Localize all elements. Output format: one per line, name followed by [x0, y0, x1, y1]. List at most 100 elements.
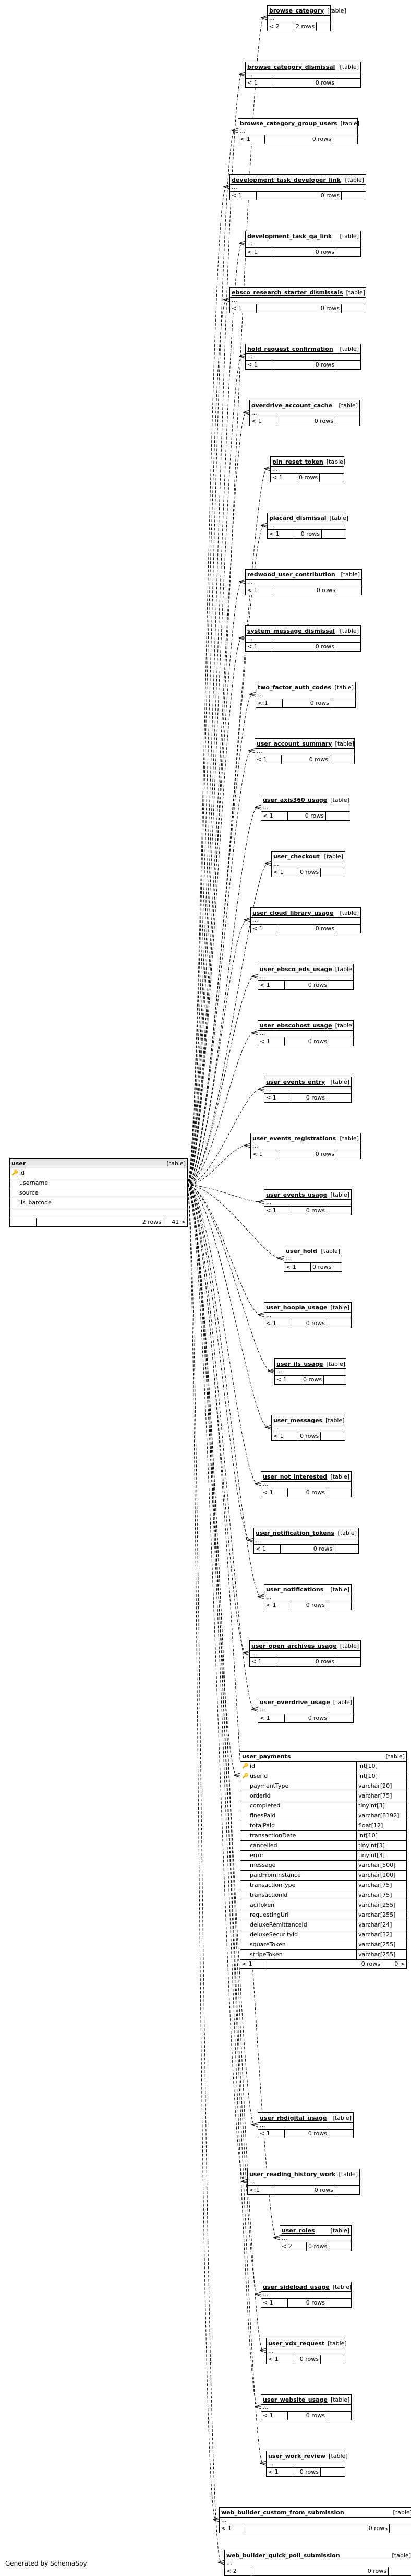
table-header: user_not_interested[table]	[261, 1472, 351, 1482]
crow-foot-mark	[212, 2517, 220, 2520]
columns-collapsed: ...	[246, 241, 360, 248]
crow-foot-mark	[223, 186, 230, 190]
table-name: user_hoopla_usage	[266, 1304, 328, 1311]
columns-collapsed: ...	[225, 2560, 411, 2567]
relationship-line	[186, 1185, 272, 1372]
crow-foot-mark	[254, 1481, 261, 1484]
crow-foot-mark	[264, 861, 272, 864]
table-header: user_events_registrations[table]	[251, 1133, 360, 1143]
crow-foot-mark	[273, 2235, 280, 2238]
table-type: [table]	[335, 1022, 355, 1029]
table-ebsco-research-starter-dismissals[interactable]: ebsco_research_starter_dismissals[table]…	[229, 287, 366, 313]
user-table-footer: 2 rows 41 >	[10, 1218, 187, 1226]
columns-collapsed: ...	[246, 579, 361, 586]
table-name: browse_category_group_users	[240, 120, 337, 127]
user-column-id: 🔑id	[10, 1168, 187, 1178]
crow-foot-mark	[238, 637, 246, 641]
user-table[interactable]: user [table] 🔑id username source ils_bar…	[9, 1158, 188, 1227]
table-name: web_builder_quick_poll_submission	[226, 2551, 340, 2559]
table-header: user_messages[table]	[272, 1415, 345, 1425]
table-browse-category-group-users[interactable]: browse_category_group_users[table]...< 1…	[238, 118, 359, 144]
columns-collapsed: ...	[258, 1030, 353, 1037]
relationship-line	[186, 356, 243, 1186]
table-type: [table]	[340, 909, 359, 916]
table-web-builder-quick-poll-submission[interactable]: web_builder_quick_poll_submission[table]…	[224, 2550, 411, 2576]
table-header: user_payments[table]	[240, 1752, 406, 1762]
crow-foot-mark	[238, 579, 246, 582]
generated-by-note: Generated by SchemaSpy	[5, 2560, 87, 2567]
table-header: redwood_user_contribution[table]	[246, 570, 361, 580]
table-name: overdrive_account_cache	[251, 401, 333, 409]
columns-collapsed: ...	[256, 692, 355, 699]
crow-foot-mark	[273, 2237, 280, 2240]
crow-foot-mark	[217, 2562, 225, 2565]
crow-foot-mark	[264, 863, 272, 866]
table-header: placard_dismissal[table]	[268, 513, 348, 523]
crow-foot-mark	[257, 1596, 264, 1599]
crow-foot-mark	[259, 2463, 267, 2466]
table-web-builder-custom-from-submission[interactable]: web_builder_custom_from_submission[table…	[219, 2507, 411, 2533]
table-type: [table]	[340, 1135, 359, 1142]
table-name: user_website_usage	[263, 2396, 328, 2403]
table-development-task-developer-link[interactable]: development_task_developer_link[table]..…	[229, 174, 366, 200]
table-name: ebsco_research_starter_dismissals	[232, 289, 343, 296]
columns-collapsed: ...	[261, 805, 350, 812]
table-type: [table]	[340, 63, 359, 70]
columns-collapsed: ...	[261, 2404, 351, 2412]
crow-foot-mark	[238, 243, 246, 246]
crow-foot-mark	[259, 2348, 267, 2351]
columns-collapsed: ...	[280, 2235, 351, 2242]
columns-collapsed: ...	[258, 1707, 353, 1714]
foreign-key-icon: 🔑	[242, 1773, 249, 1779]
crow-foot-mark	[257, 1312, 264, 1315]
